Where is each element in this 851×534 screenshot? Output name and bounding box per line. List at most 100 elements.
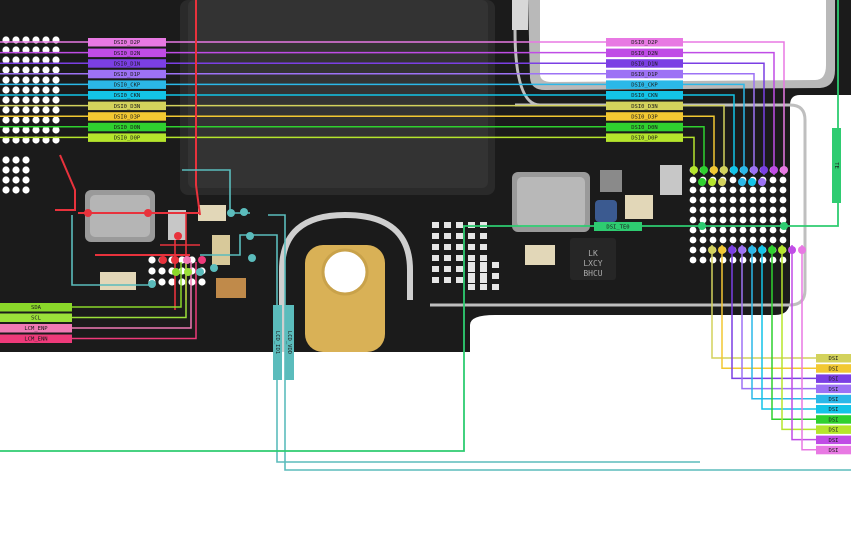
bga-pad xyxy=(689,246,697,254)
pad xyxy=(456,277,463,283)
bga-pad xyxy=(148,267,156,275)
test-point xyxy=(770,166,778,174)
net-label-right-1: DSI0_D2N xyxy=(606,48,683,58)
net-label-right-0: DSI0_D2P xyxy=(606,38,683,47)
bga-pad xyxy=(709,226,717,234)
bga-pad xyxy=(759,206,767,214)
test-point xyxy=(798,246,806,254)
net-label-edge-0: DSI xyxy=(816,354,851,363)
bga-pad xyxy=(749,256,757,264)
test-point xyxy=(248,254,256,262)
bga-pad xyxy=(779,196,787,204)
net-label-edge-9: DSI xyxy=(816,445,851,455)
pad xyxy=(480,266,487,272)
bga-pad xyxy=(2,56,10,64)
bga-pad xyxy=(12,156,20,164)
bga-pad xyxy=(779,216,787,224)
bga-pad xyxy=(42,86,50,94)
bga-pad xyxy=(709,186,717,194)
bga-pad xyxy=(749,186,757,194)
bga-pad xyxy=(52,106,60,114)
bga-pad xyxy=(749,226,757,234)
bga-pad xyxy=(709,256,717,264)
diode xyxy=(595,200,617,222)
pad xyxy=(444,277,451,283)
bga-pad xyxy=(12,66,20,74)
bga-pad xyxy=(769,256,777,264)
bga-pad xyxy=(158,267,166,275)
net-labels: DSI0_D2PDSI0_D2NDSI0_D1NDSI0_D1PDSI0_CKP… xyxy=(0,38,851,455)
pad xyxy=(480,233,487,239)
bga-pad xyxy=(22,126,30,134)
svg-text:DSI0_D1P: DSI0_D1P xyxy=(114,72,141,78)
svg-text:DSI0_CKP: DSI0_CKP xyxy=(631,83,658,89)
bga-pad xyxy=(689,256,697,264)
capacitor xyxy=(100,272,136,290)
trace xyxy=(683,94,735,175)
capacitor xyxy=(198,205,226,221)
bga-pad xyxy=(2,156,10,164)
svg-text:DSI0_CKN: DSI0_CKN xyxy=(631,93,658,99)
bga-pad xyxy=(22,176,30,184)
test-point xyxy=(84,209,92,217)
bga-pad xyxy=(188,278,196,286)
trace xyxy=(200,234,268,256)
bga-pad xyxy=(52,86,60,94)
bga-pad xyxy=(42,116,50,124)
bga-pad xyxy=(699,206,707,214)
test-point xyxy=(198,256,206,264)
trace xyxy=(55,154,76,211)
test-point-dots xyxy=(84,166,806,288)
trace xyxy=(791,245,818,441)
bga-pad xyxy=(42,96,50,104)
bga-pad xyxy=(148,256,156,264)
test-point xyxy=(210,264,218,272)
bga-pad xyxy=(689,216,697,224)
pad xyxy=(480,273,487,279)
net-label-left-1: DSI0_D2N xyxy=(88,48,166,58)
pad xyxy=(468,222,475,228)
bga-pad xyxy=(699,256,707,264)
bga-pad xyxy=(52,76,60,84)
bga-pad xyxy=(709,206,717,214)
trace xyxy=(683,83,745,175)
test-point xyxy=(718,178,726,186)
bga-pad xyxy=(2,116,10,124)
test-point xyxy=(148,280,156,288)
svg-text:DSI0_D3N: DSI0_D3N xyxy=(631,104,658,110)
bga-pad xyxy=(779,236,787,244)
bga-pad xyxy=(769,216,777,224)
pmic-chip xyxy=(570,238,616,280)
pad xyxy=(480,222,487,228)
pad xyxy=(456,233,463,239)
net-label-right-4: DSI0_CKP xyxy=(606,80,683,89)
net-label-edge-5: DSI xyxy=(816,405,851,414)
test-point xyxy=(788,246,796,254)
net-label-edge-8: DSI xyxy=(816,435,851,445)
net-label-control-2: LCM_ENP xyxy=(0,324,72,333)
bga-pad xyxy=(689,236,697,244)
test-point xyxy=(698,222,706,230)
svg-text:LCD_ID1: LCD_ID1 xyxy=(274,331,280,354)
bga-pad xyxy=(749,216,757,224)
bga-pad xyxy=(22,46,30,54)
bga-pad xyxy=(178,278,186,286)
test-point xyxy=(227,209,235,217)
svg-text:DSI0_D2N: DSI0_D2N xyxy=(631,51,658,57)
net-label-left-0: DSI0_D2P xyxy=(88,38,166,47)
test-point xyxy=(144,209,152,217)
bga-pad xyxy=(779,206,787,214)
bga-pad xyxy=(22,186,30,194)
net-label-control-0: SDA xyxy=(0,303,72,312)
pad xyxy=(432,277,439,283)
bga-pad xyxy=(42,126,50,134)
svg-text:DSI0_D2N: DSI0_D2N xyxy=(114,51,141,57)
test-point xyxy=(780,222,788,230)
svg-text:DSI: DSI xyxy=(829,417,839,423)
test-point xyxy=(184,268,192,276)
bga-pad xyxy=(729,236,737,244)
bga-pad xyxy=(22,116,30,124)
pad xyxy=(432,266,439,272)
trace xyxy=(721,245,818,369)
pad xyxy=(468,284,475,290)
